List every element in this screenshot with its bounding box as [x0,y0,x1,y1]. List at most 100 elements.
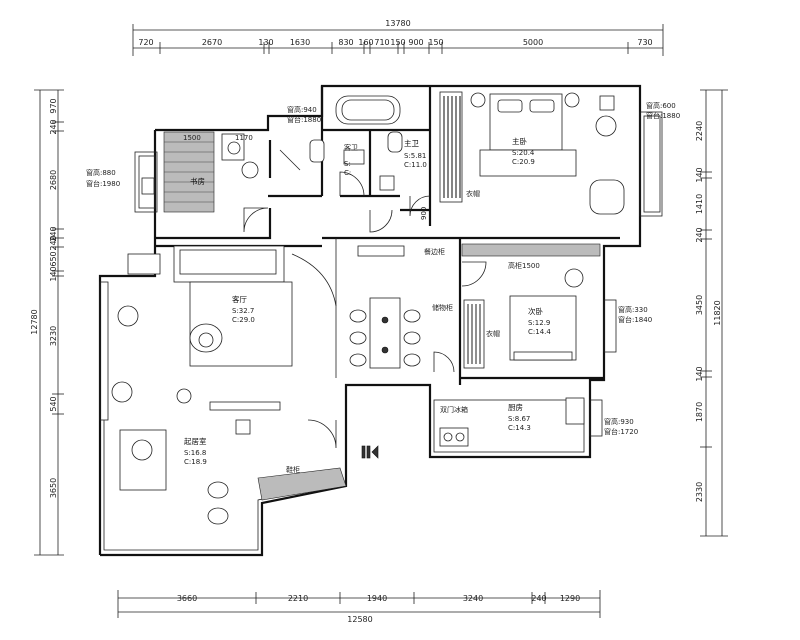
win-right-s: 窗台:1880 [646,111,680,120]
second-perim: C:14.4 [528,328,551,336]
kitchen-perim: C:14.3 [508,424,531,432]
top-dimension-chain: 13780 720 2670 130 1630 830 160 710 150 … [132,19,664,56]
living-area: S:32.7 [232,307,254,315]
second-wardrobe [463,299,485,369]
kitchen: 双门冰箱 厨房 S:8.67 C:14.3 [433,397,585,453]
dining-table [369,297,401,369]
main-bath-perim: C:11.0 [404,161,427,169]
left-dim-0: 970 [49,98,58,113]
lower-living-area: S:16.8 [184,449,206,457]
right-dim-0: 2240 [695,121,704,141]
left-dim-7: 3230 [49,326,58,346]
left-dimension-chain: 12780 970 240 2680 240 240 650 140 3230 … [30,89,64,556]
bedroom2-window [603,299,617,353]
entry-arrow-icon [371,445,379,459]
win-rlow-h: 窗高:930 [604,417,634,426]
cloak-left-label: 衣帽 [486,329,500,338]
left-dim-3: 240 [49,226,58,241]
master-bedroom: 衣帽 主卧 S:20.4 C:20.9 900 [420,91,625,220]
top-dim-2: 130 [258,38,273,47]
lower-living: 起居室 S:16.8 C:18.9 鞋柜 [119,419,379,525]
cloak-right-label: 衣帽 [466,189,480,198]
right-dim-5: 140 [695,366,704,381]
top-dim-11: 730 [637,38,652,47]
master-area: S:20.4 [512,149,535,157]
tall-cabinet [461,243,601,257]
left-dim-1: 240 [49,119,58,134]
balcony-cabinet [127,253,161,275]
left-dim-4: 240 [49,235,58,250]
top-dim-7: 150 [390,38,405,47]
master-bed-rug [479,149,577,177]
bottom-dim-2: 1940 [367,594,387,603]
master-wardrobe [439,91,463,203]
study-name: 书房 [190,176,205,186]
guest-bath-area: S: [344,160,351,168]
top-dim-8: 900 [408,38,423,47]
top-dim-4: 830 [338,38,353,47]
sink [565,397,585,425]
main-bath: 主卫 S:5.81 C:11.0 [335,95,427,191]
window-notes: 窗高:880 窗台:1980 窗高:940 窗台:1880 窗高:600 窗台:… [86,101,680,436]
study-stool [241,161,259,179]
right-dim-2: 1410 [695,194,704,214]
left-dim-8: 540 [49,396,58,411]
second-bedroom: 高柜1500 衣帽 次卧 S:12.9 C:14.4 [461,243,601,369]
left-dim-5: 650 [49,251,58,266]
win-left-h: 窗高:880 [86,168,116,177]
kitchen-window [589,399,603,437]
top-dim-3: 1630 [290,38,310,47]
right-dim-3: 240 [695,227,704,242]
master-name: 主卧 [512,136,527,146]
dim-1170-study: 1170 [235,134,253,142]
win-mid-h: 窗高:940 [287,105,317,114]
top-dim-1: 2670 [202,38,222,47]
guest-bath-name: 客卫 [344,143,358,152]
bottom-dimension-chain: 3660 2210 1940 3240 240 1290 12580 [117,590,601,624]
shoe-cabinet-label: 鞋柜 [286,465,300,474]
right-dim-6: 1870 [695,402,704,422]
right-total-dim: 11820 [713,300,722,325]
top-dim-10: 5000 [523,38,543,47]
tv-cabinet [209,401,281,411]
second-name: 次卧 [528,306,543,316]
kitchen-name: 厨房 [508,402,523,412]
right-dim-7: 2330 [695,482,704,502]
lower-living-perim: C:18.9 [184,458,207,466]
master-perim: C:20.9 [512,158,535,166]
main-toilet [387,131,403,153]
side-cabinet [357,245,405,257]
dim-1500-study: 1500 [183,134,201,142]
bottom-dim-1: 2210 [288,594,308,603]
master-lounge [589,179,625,215]
balcony-chair [117,305,139,327]
right-dim-4: 3450 [695,295,704,315]
guest-basin [343,149,365,165]
top-total-dim: 13780 [385,19,410,28]
win-mid-s: 窗台:1880 [287,115,321,124]
bottom-dim-5: 1290 [560,594,580,603]
kitchen-area: S:8.67 [508,415,530,423]
top-dim-5: 160 [358,38,373,47]
bottom-dim-3: 3240 [463,594,483,603]
right-bay-window [639,111,663,217]
side-cabinet-label: 餐边柜 [424,247,445,256]
lower-living-name: 起居室 [184,436,207,446]
dining: 餐边柜 储物柜 [349,245,453,369]
left-total-dim: 12780 [30,309,39,334]
living-perim: C:29.0 [232,316,255,324]
second-chair [564,268,584,288]
win-rmid-s: 窗台:1840 [618,315,652,324]
study: 1500 1170 书房 [141,131,259,213]
dim-900-label: 900 [420,207,428,220]
win-right-h: 窗高:600 [646,101,676,110]
living-name: 客厅 [232,294,247,304]
shoe-cabinet [257,467,347,501]
second-area: S:12.9 [528,319,550,327]
left-dim-2: 2680 [49,170,58,190]
cooktop [439,427,469,447]
bottom-total-dim: 12580 [347,615,372,624]
storage-label: 储物柜 [432,303,453,312]
top-dim-9: 150 [428,38,443,47]
